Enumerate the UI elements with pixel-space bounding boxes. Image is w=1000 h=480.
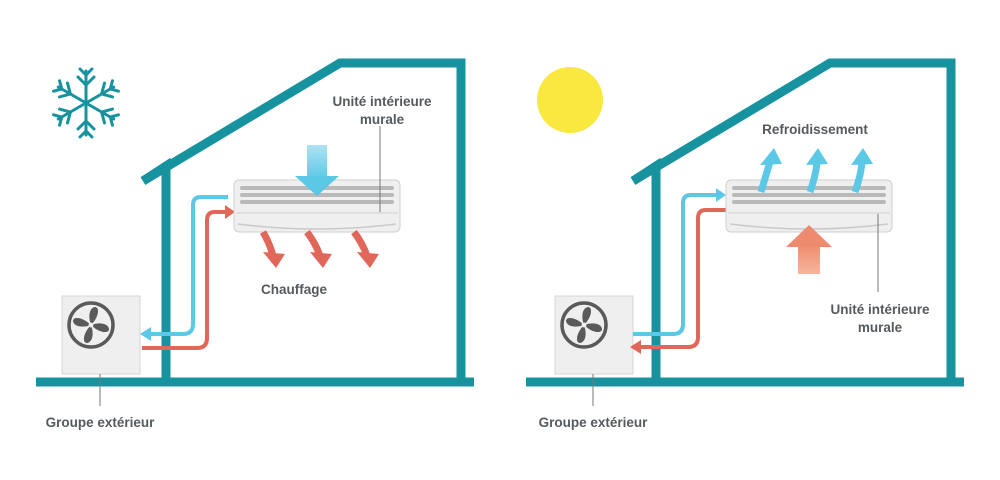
warm-air-arrowheads: [263, 252, 379, 268]
cool-air-arrowheads: [760, 148, 873, 165]
indoor-unit-label-line1: Unité intérieure: [332, 94, 432, 109]
indoor-unit: [233, 179, 401, 233]
indoor-unit-right: [725, 179, 893, 233]
snowflake-icon: [51, 67, 121, 139]
hot-pipe-arrowhead: [225, 205, 235, 219]
hot-pipe-right: [640, 208, 726, 349]
cold-pipe-arrowhead: [140, 327, 151, 341]
outdoor-unit: [61, 295, 141, 375]
outdoor-unit-label: Groupe extérieur: [46, 415, 156, 430]
indoor-unit-label-line2-right: murale: [858, 320, 903, 335]
house-outline-right: [526, 58, 964, 387]
fan-icon: [67, 301, 115, 349]
house-outline: [36, 58, 474, 387]
warm-intake-arrow: [786, 225, 832, 274]
air-intake-arrow: [295, 145, 339, 196]
indoor-unit-label-line1-right: Unité intérieure: [830, 302, 930, 317]
cold-pipe-arrowhead-right: [716, 188, 726, 202]
hot-pipe-arrowhead-right: [630, 340, 641, 354]
cooling-panel: Refroidissement Unité intérieure murale …: [526, 58, 964, 430]
cooling-output-label: Refroidissement: [762, 122, 868, 137]
cold-pipe-right: [633, 193, 718, 336]
hot-pipe: [142, 210, 226, 350]
sun-icon: [537, 67, 603, 133]
outdoor-unit-right: [554, 295, 634, 375]
heating-panel: Unité intérieure murale Chauffage Groupe…: [36, 58, 474, 430]
outdoor-unit-label-right: Groupe extérieur: [539, 415, 649, 430]
warm-air-arrows: [259, 229, 371, 258]
heating-output-label: Chauffage: [261, 282, 327, 297]
indoor-unit-label-line2: murale: [360, 112, 405, 127]
cold-pipe: [150, 195, 228, 336]
fan-icon: [560, 301, 608, 349]
